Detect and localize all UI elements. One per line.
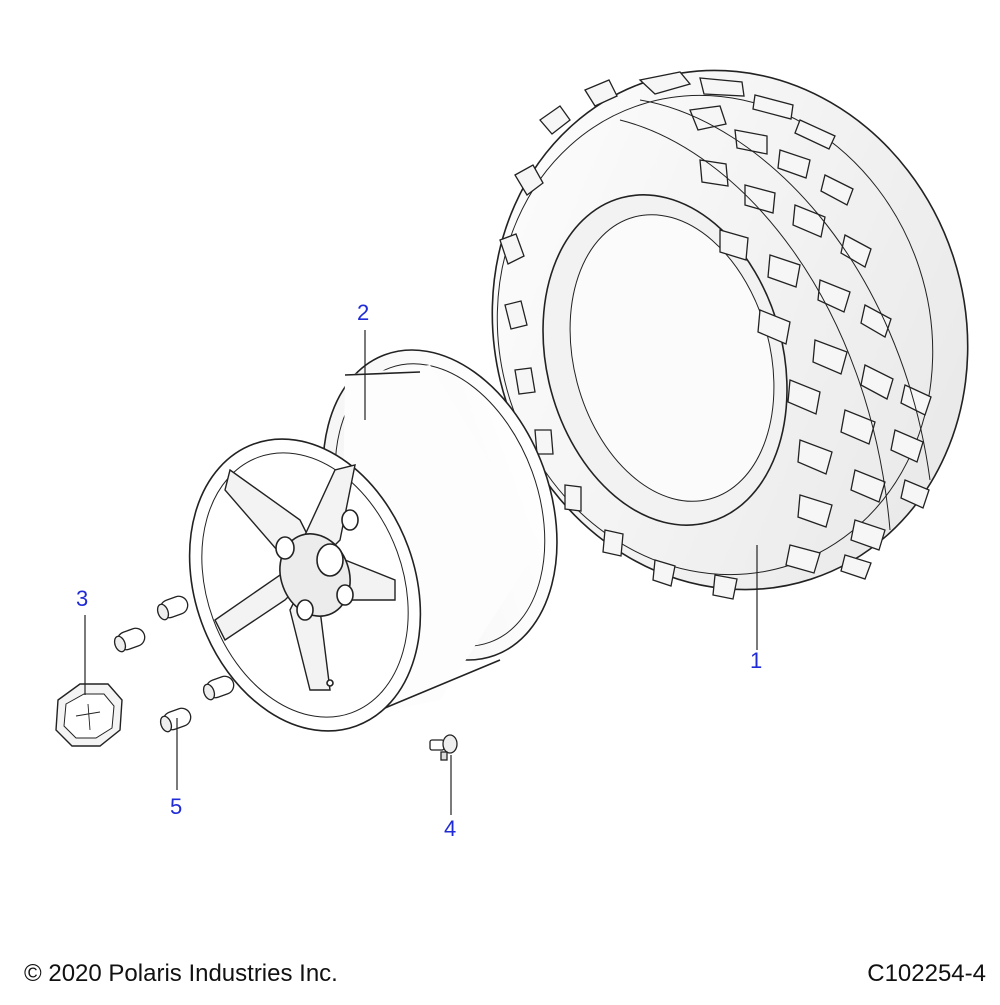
leader-lines xyxy=(84,330,758,815)
callout-number-2: 2 xyxy=(357,300,370,325)
lug-nut xyxy=(159,707,192,733)
copyright-notice: © 2020 Polaris Industries Inc. xyxy=(24,960,338,987)
lug-nut xyxy=(156,595,189,621)
lug-nut xyxy=(202,675,235,701)
callout-number-3: 3 xyxy=(76,586,89,611)
hub-cap xyxy=(55,683,123,747)
wheel xyxy=(188,349,558,732)
callout-number-5: 5 xyxy=(170,794,183,819)
tire xyxy=(491,69,969,600)
lug-nut xyxy=(113,627,146,653)
callout-number-1: 1 xyxy=(750,648,763,673)
tire-tread-lugs xyxy=(499,71,932,600)
drawing-id: C102254-4 xyxy=(867,960,986,987)
callout-number-4: 4 xyxy=(444,816,457,841)
valve-stem xyxy=(429,734,458,761)
